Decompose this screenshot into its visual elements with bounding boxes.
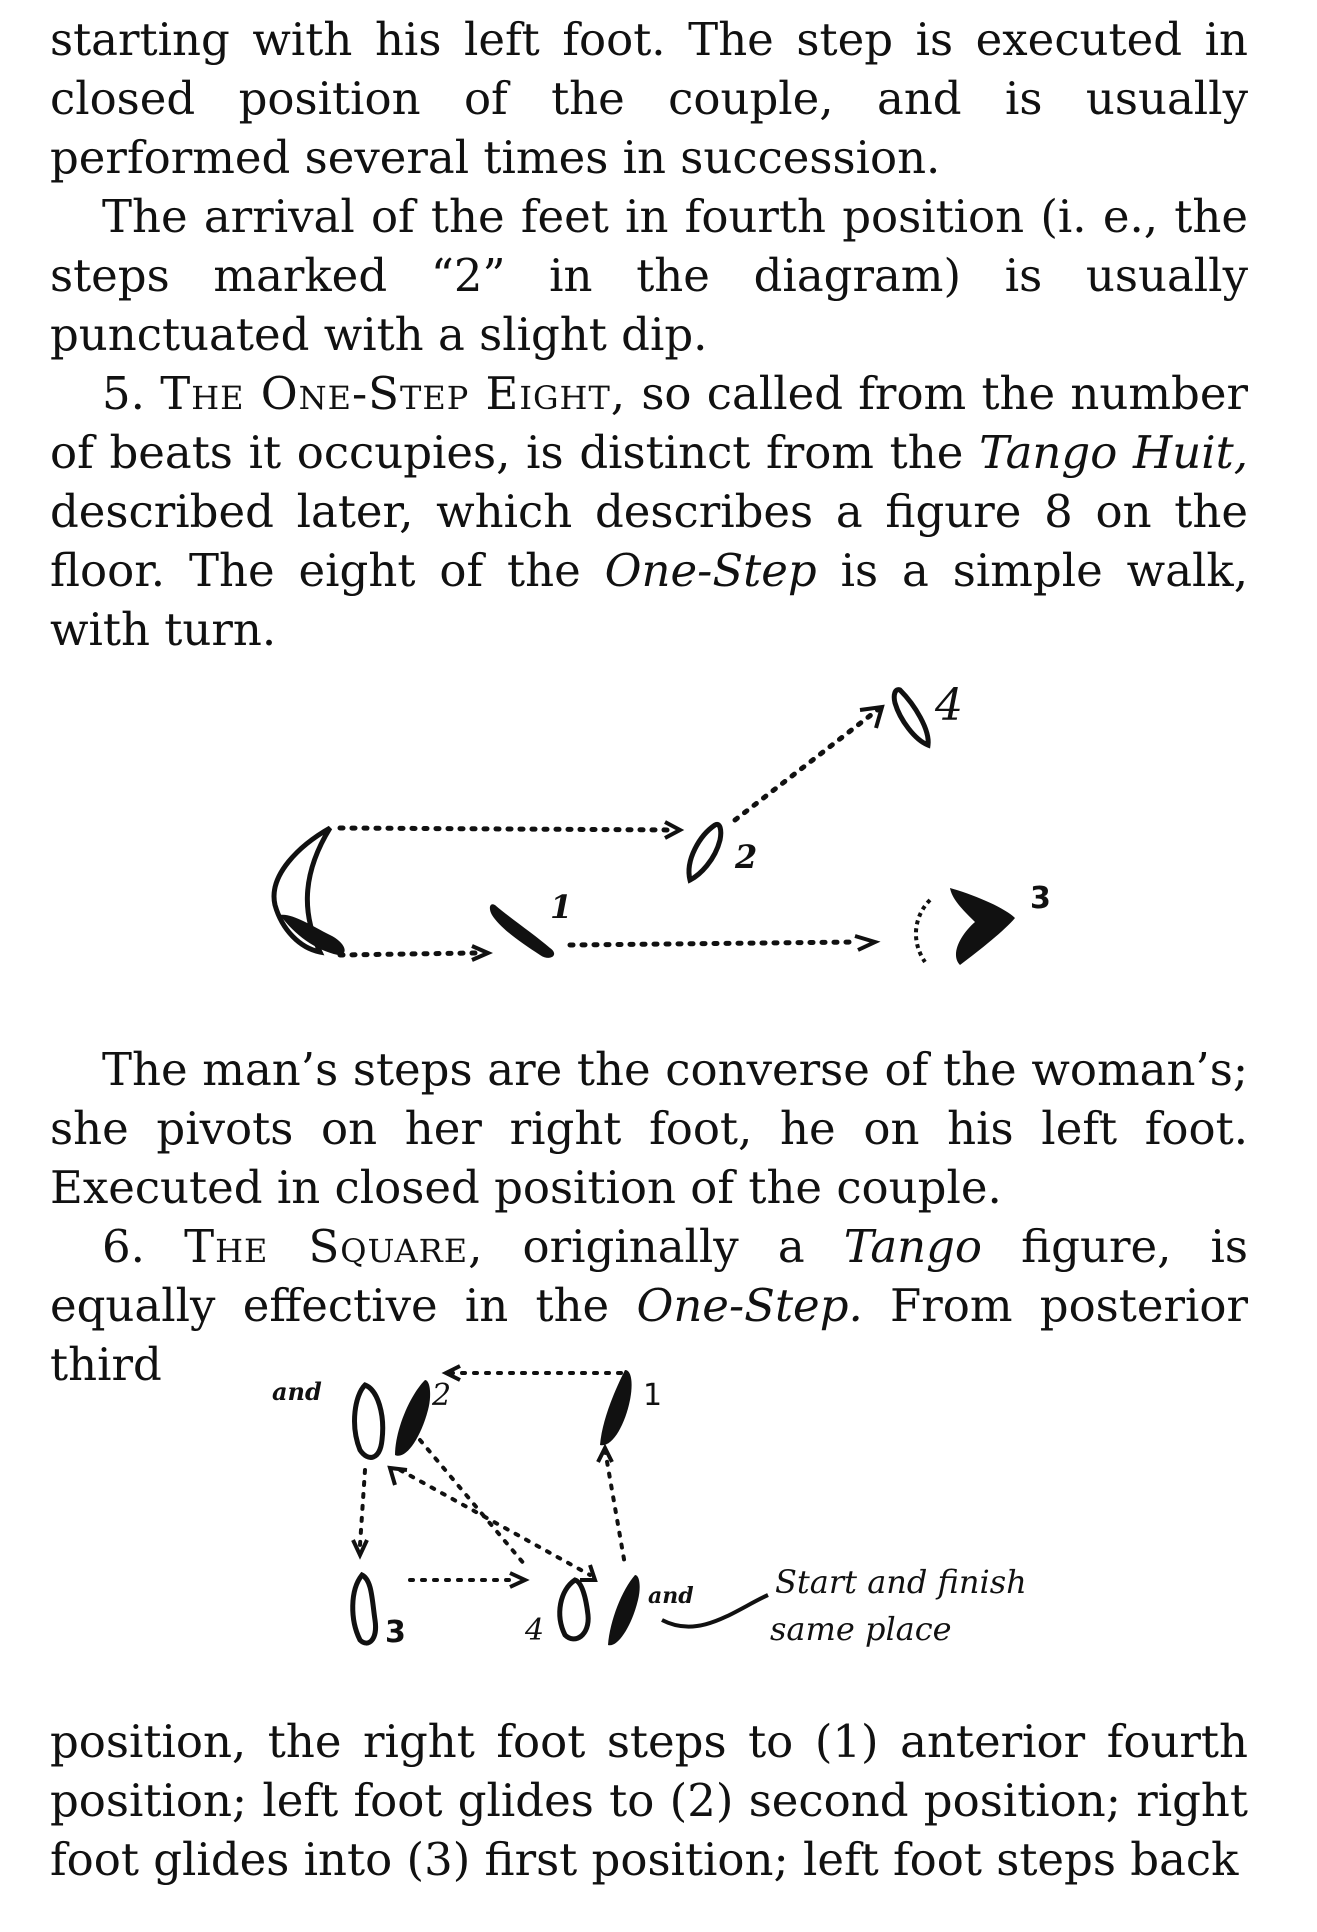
footprint-start-outline xyxy=(271,825,333,956)
arrow-up-left-icon xyxy=(387,1465,408,1486)
arrow-down-right-icon xyxy=(580,1564,598,1582)
paragraph-1: starting with his left foot. The step is… xyxy=(50,13,1248,184)
handwritten-note-line-2: same place xyxy=(770,1610,952,1648)
paragraph-one-step-eight: 5. The One-Step Eight, so called from th… xyxy=(50,367,1249,656)
footprint-4 xyxy=(891,687,931,749)
paragraph-6: position, the right foot steps to (1) an… xyxy=(50,1715,1248,1886)
arrow-up-right-icon xyxy=(859,704,885,729)
square-step-label-3: 3 xyxy=(385,1615,406,1650)
footprint-3 xyxy=(950,888,1015,965)
paragraph-2: The arrival of the feet in fourth positi… xyxy=(50,190,1248,361)
square-dotted-paths xyxy=(358,1371,627,1582)
square-footprint-3 xyxy=(350,1571,379,1646)
square-footprint-4-right xyxy=(608,1575,640,1646)
arrow-right-icon xyxy=(471,944,493,962)
handwritten-note-line-1: Start and finish xyxy=(775,1563,1027,1601)
arrow-up-icon xyxy=(596,1443,614,1463)
paragraph-square: 6. The Square, originally a Tango figure… xyxy=(50,1220,1249,1391)
arrow-right-icon xyxy=(664,820,685,840)
arrow-right-icon xyxy=(509,1571,530,1589)
connector-stroke xyxy=(661,1593,769,1629)
step-label-3: 3 xyxy=(1030,881,1051,916)
square-footprint-4-left xyxy=(557,1577,591,1642)
step-label-1: 1 xyxy=(550,888,572,926)
arrow-right-icon xyxy=(854,934,881,952)
path-arrows xyxy=(471,704,885,962)
square-step-label-1: 1 xyxy=(643,1378,662,1413)
section-title: The One-Step Eight, xyxy=(160,367,627,420)
arrow-down-icon xyxy=(351,1539,369,1560)
section-title: The Square, xyxy=(184,1220,484,1273)
section-number: 5. xyxy=(102,367,145,420)
and-label-right: and xyxy=(648,1583,694,1609)
square-step-label-4: 4 xyxy=(524,1613,544,1648)
square-step-label-2: 2 xyxy=(431,1378,451,1413)
footprint-3-pivot xyxy=(913,898,932,964)
step-label-2: 2 xyxy=(734,838,757,876)
square-footprint-and-left xyxy=(352,1382,386,1460)
dotted-path-top xyxy=(337,705,883,958)
footprint-start-filled xyxy=(280,914,345,955)
paragraph-4: The man’s steps are the converse of the … xyxy=(50,1043,1248,1214)
arrow-left-icon xyxy=(441,1364,461,1382)
square-arrows xyxy=(351,1364,614,1589)
footprint-1 xyxy=(489,904,555,958)
square-footprint-2 xyxy=(395,1380,431,1456)
square-footprint-1 xyxy=(600,1370,632,1446)
and-label-left: and xyxy=(272,1377,322,1406)
section-number: 6. xyxy=(102,1220,145,1273)
step-label-4: 4 xyxy=(934,680,963,731)
footprint-2 xyxy=(686,821,724,884)
